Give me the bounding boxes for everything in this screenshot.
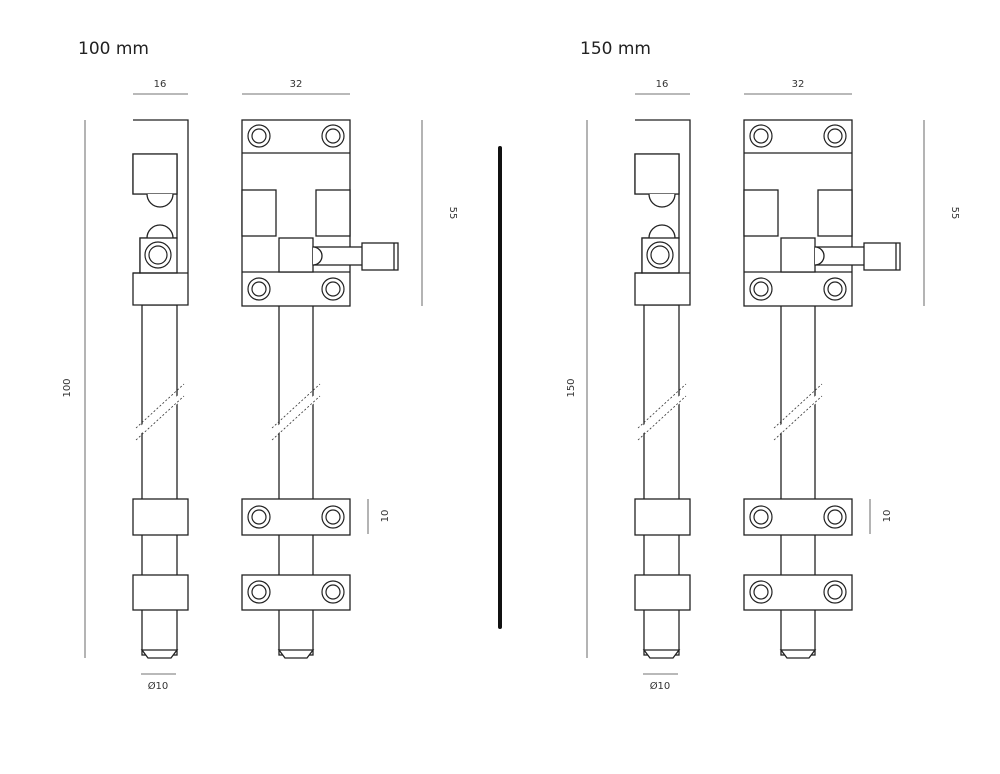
guide-left [743,189,779,237]
break-mark [777,392,820,436]
dim-keeper-height: 10 [380,510,391,523]
bolt-tip [642,649,681,659]
side-body [132,119,189,306]
side-view [634,119,691,659]
dim-plate-height: 55 [447,207,458,220]
dim-front-width: 32 [290,79,303,90]
dim-total-height: 150 [566,378,577,397]
break-mark [138,392,182,436]
side-notch-lower [648,224,676,239]
front-view [743,119,901,659]
bolt-tip [140,649,179,659]
slider-block [780,237,816,273]
slider-block [278,237,314,273]
dim-total-height: 100 [62,378,73,397]
bolt-tip-front [779,649,817,659]
front-view [241,119,399,659]
panel-100mm: 100 mm 16 32 100 55 10 Ø10 [62,39,458,692]
guide-right [315,189,351,237]
bolt-tip-front [277,649,315,659]
guide-right [817,189,853,237]
dim-plate-height: 55 [949,207,960,220]
knob-inner [148,245,168,265]
break-mark [640,392,684,436]
keeper-side-upper [634,498,691,536]
dim-side-width: 16 [154,79,167,90]
panel-150mm: 150 mm 16 32 150 55 10 Ø10 [566,39,960,692]
panel-title: 150 mm [580,39,651,59]
keeper-side-upper [132,498,189,536]
handle-knob [361,242,399,271]
handle-knob [863,242,901,271]
side-body [634,119,691,306]
panel-title: 100 mm [78,39,149,59]
knob-inner [650,245,670,265]
dim-bolt-diameter: Ø10 [148,680,169,692]
dim-bolt-diameter: Ø10 [650,680,671,692]
side-view [132,119,189,659]
guide-left [241,189,277,237]
side-notch [146,193,174,208]
side-notch [648,193,676,208]
dim-side-width: 16 [656,79,669,90]
dim-keeper-height: 10 [882,510,893,523]
keeper-side-lower [132,574,189,611]
side-notch-lower [146,224,174,239]
keeper-side-lower [634,574,691,611]
break-mark [275,392,318,436]
dim-front-width: 32 [792,79,805,90]
